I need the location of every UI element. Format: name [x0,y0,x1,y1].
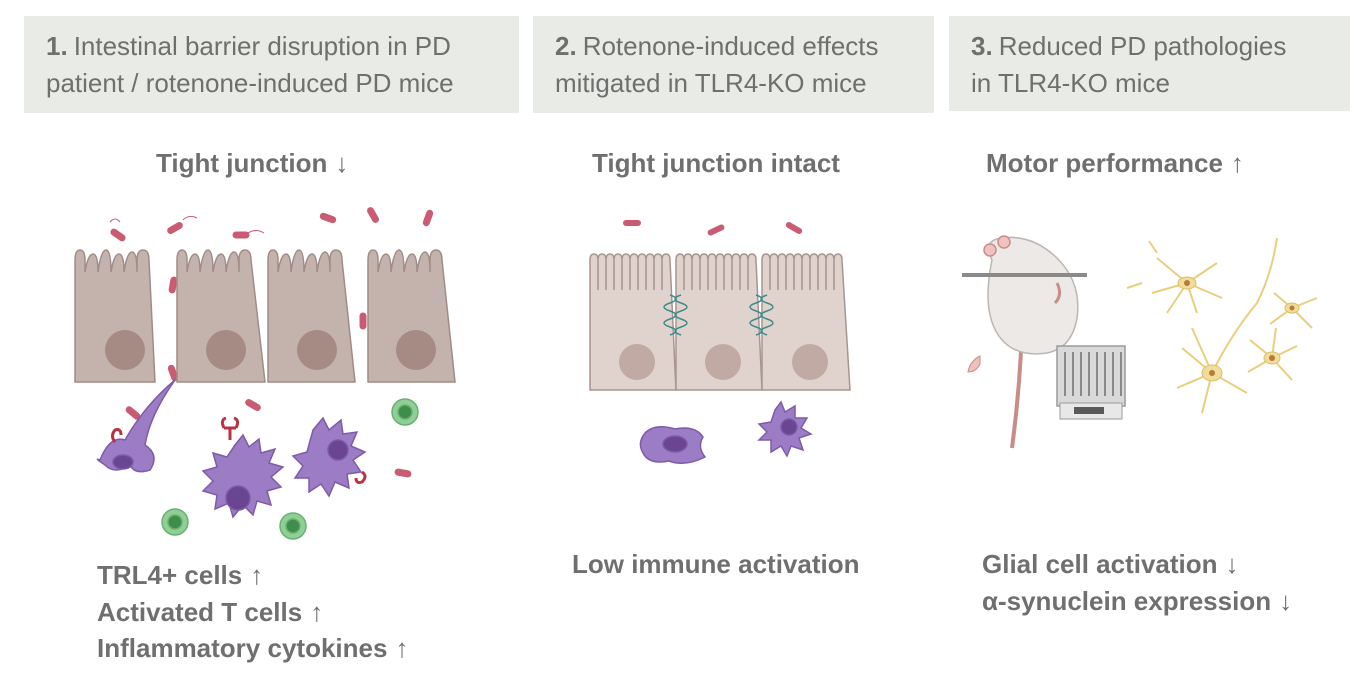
down-arrow-icon: ↓ [335,148,349,178]
grip-strength-meter-icon [1056,345,1126,420]
down-arrow-icon: ↓ [1279,586,1293,616]
panel-2-illustration [589,220,851,464]
panel-3-header: 3.Reduced PD pathologies in TLR4-KO mice [949,16,1350,111]
down-arrow-icon: ↓ [1225,549,1239,579]
panel-3-caption-text: α-synuclein expression [982,586,1272,616]
macrophage-cell [201,433,285,519]
up-arrow-icon: ↑ [395,633,409,663]
activated-macrophage [291,416,367,498]
panel-1-header: 1.Intestinal barrier disruption in PD pa… [24,16,519,113]
panel-2-bottom-caption: Low immune activation [572,549,860,580]
panel-2-bottom-caption-text: Low immune activation [572,549,860,579]
macrophage-cell [639,426,707,464]
panel-1-caption-text: Inflammatory cytokines [97,633,388,663]
panel-2-number: 2. [555,31,577,61]
panel-2-title-line2: mitigated in TLR4-KO mice [555,68,867,98]
mouse-illustration [967,235,1079,449]
panel-1-title-line2: patient / rotenone-induced PD mice [46,68,454,98]
dendritic-cell [757,400,813,458]
panel-2-title-line1: Rotenone-induced effects [582,31,879,61]
up-arrow-icon: ↑ [250,560,264,590]
panel-3-title-line1: Reduced PD pathologies [998,31,1287,61]
up-arrow-icon: ↑ [1230,148,1244,178]
bacteria-group [623,220,803,236]
panel-1-illustration [74,207,456,540]
glial-nuclei [1184,280,1295,376]
panel-1-caption-cytokines: Inflammatory cytokines↑ [97,633,408,664]
panel-3-number: 3. [971,31,993,61]
panel-3-illustration [962,235,1318,449]
panel-1-caption-tlr4-cells: TRL4+ cells↑ [97,560,263,591]
panel-3-caption-synuclein: α-synuclein expression↓ [982,586,1292,617]
panel-1-caption-t-cells: Activated T cells↑ [97,597,323,628]
tight-junction-icon [663,294,774,336]
receptor-icon [111,416,367,484]
panel-3-top-caption: Motor performance↑ [986,148,1244,179]
epithelial-cells [589,253,851,391]
cell-nuclei [619,344,828,380]
t-cell-group [161,398,419,540]
panel-3-caption-glial: Glial cell activation↓ [982,549,1239,580]
panel-2-header: 2.Rotenone-induced effects mitigated in … [533,16,934,113]
panel-3-title-line2: in TLR4-KO mice [971,68,1170,98]
up-arrow-icon: ↑ [310,597,324,627]
panel-1-top-caption-text: Tight junction [156,148,328,178]
glial-cells [1126,237,1318,414]
panel-1-caption-text: Activated T cells [97,597,303,627]
panel-2-top-caption-text: Tight junction intact [592,148,840,178]
cell-nuclei [105,330,436,370]
panel-1-top-caption: Tight junction↓ [156,148,348,179]
bacteria-group [109,207,434,478]
panel-3-top-caption-text: Motor performance [986,148,1223,178]
dendritic-cell [96,379,176,473]
panel-1-caption-text: TRL4+ cells [97,560,243,590]
panel-2-top-caption: Tight junction intact [592,148,840,179]
panel-3-caption-text: Glial cell activation [982,549,1218,579]
panel-1-number: 1. [46,31,68,61]
panel-1-title-line1: Intestinal barrier disruption in PD [73,31,451,61]
